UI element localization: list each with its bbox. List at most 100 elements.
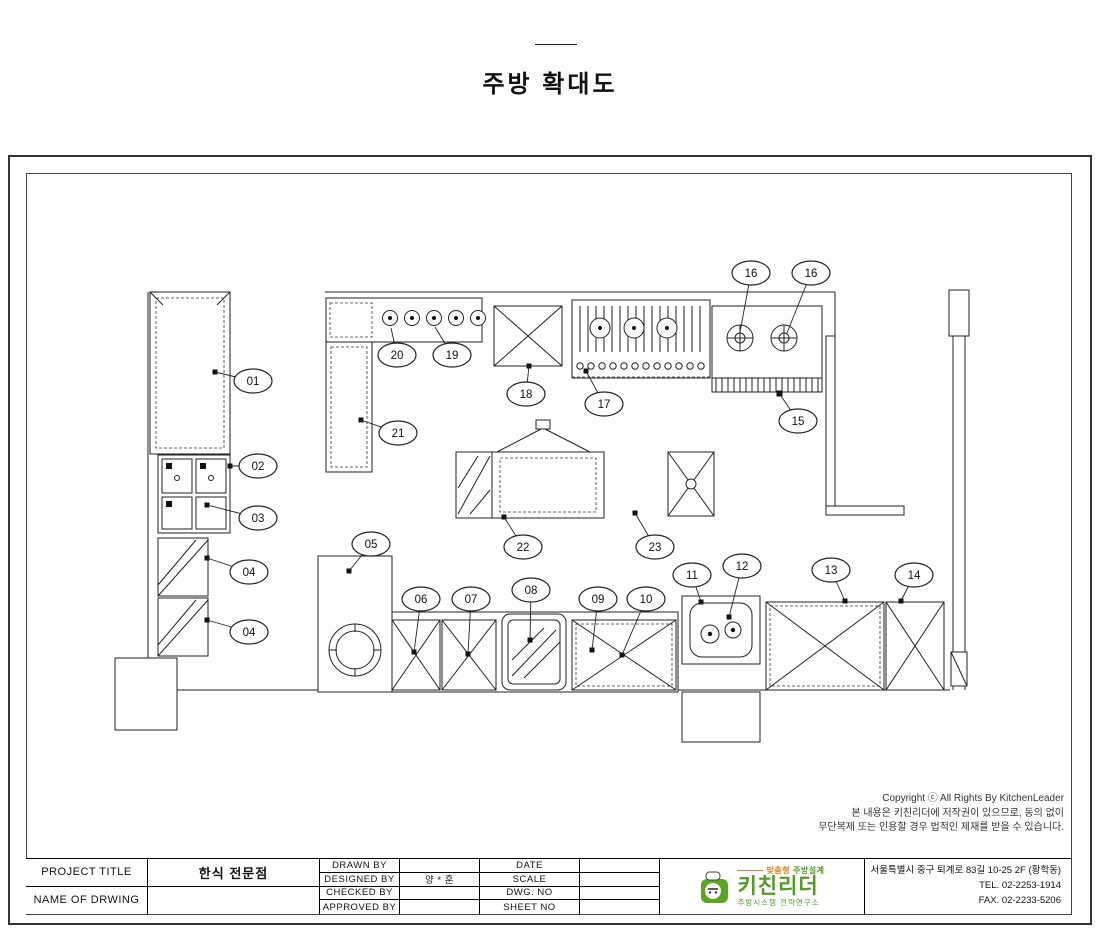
callout-08: 08 [511,577,551,641]
callout-11: 11 [672,562,712,603]
logo-tagline-1: 맞춤형 [766,865,791,875]
tagline-rule [737,870,764,872]
gas-range-17 [571,299,711,379]
callout-05: 05 [348,531,391,572]
company-address-block: 서울특별시 중구 퇴계로 83길 10-25 2F (황학동) TEL. 02-… [865,859,1071,914]
title-block: PROJECT TITLE NAME OF DRWING 한식 전문점 DRAW… [26,858,1071,914]
stock-range-16 [711,305,823,393]
project-title-value: 한식 전문점 [148,859,320,887]
svg-text:03: 03 [252,513,265,525]
svg-text:07: 07 [465,594,478,606]
callout-09: 09 [578,586,618,651]
callout-03: 03 [206,504,278,531]
svg-text:10: 10 [640,594,653,606]
approved-by-label: APPROVED BY [320,900,400,914]
date-value [580,859,660,873]
dwg-no-label: DWG. NO [480,886,580,901]
svg-text:04: 04 [243,627,256,639]
scale-value [580,872,660,887]
kitchenleader-logo: 맞춤형 주방설계 키친리더 주방시스템 전략연구소 [660,859,865,914]
sink-units-02-03 [157,454,231,534]
drawn-by-value [400,859,480,873]
callout-23: 23 [634,512,675,560]
callout-20: 20 [377,327,417,368]
left-counter-21 [325,341,373,473]
svg-text:05: 05 [365,539,378,551]
callout-17: 17 [584,370,624,417]
project-title-label: PROJECT TITLE [26,859,148,887]
prep-sink-23 [667,451,715,517]
callout-13: 13 [811,557,851,602]
callout-10: 10 [621,586,666,656]
callout-19: 19 [432,326,472,368]
callout-04a: 04 [206,557,269,585]
door-units-04 [157,537,209,657]
refrigerators-13-14 [765,601,945,691]
dwg-no-value [580,886,660,901]
page-title: 주방 확대도 [482,71,618,98]
callout-12: 12 [722,553,762,618]
sheet-no-value [580,900,660,914]
drawing-frame-outer [8,155,1092,925]
svg-text:04: 04 [243,567,256,579]
floorplan-svg: 01 02 03 04 04 05 06 07 08 09 10 11 12 1… [114,260,970,743]
svg-text:11: 11 [686,570,698,582]
callout-22: 22 [503,516,543,560]
name-of-drawing-label: NAME OF DRWING [26,886,148,914]
svg-text:22: 22 [517,542,530,554]
work-table-18 [493,305,563,367]
svg-text:21: 21 [392,428,405,440]
svg-text:18: 18 [520,389,533,401]
logo-tagline-2: 주방설계 [793,865,825,875]
svg-text:14: 14 [908,570,921,582]
copyright-line2: 본 내용은 키친리더에 저작권이 있으므로, 동의 없이 [851,808,1064,819]
callout-21: 21 [360,419,418,446]
callout-04b: 04 [206,619,269,645]
logo-brand: 키친리더 [737,874,819,898]
title-overline [535,44,577,45]
svg-text:01: 01 [247,376,260,388]
callout-16a: 16 [731,260,771,333]
callout-16b: 16 [786,260,831,334]
callout-07: 07 [451,586,491,655]
company-fax: FAX. 02-2233-5206 [978,894,1061,906]
designed-by-value: 양 * 훈 [400,872,480,887]
callout-02: 02 [230,453,278,479]
copyright-line3: 무단복제 또는 인용할 경우 법적인 제재를 받을 수 있습니다. [818,822,1064,833]
name-of-drawing-value [148,886,320,914]
drawn-by-label: DRAWN BY [320,859,400,873]
svg-text:23: 23 [649,542,662,554]
callout-01: 01 [214,368,273,394]
svg-text:17: 17 [598,399,611,411]
svg-text:02: 02 [252,461,265,473]
drawing-frame-inner [26,173,1072,915]
callout-06: 06 [401,586,441,653]
sheet-no-label: SHEET NO [480,900,580,914]
svg-text:09: 09 [592,594,605,606]
svg-text:08: 08 [525,585,538,597]
date-label: DATE [480,859,580,873]
svg-text:16: 16 [745,268,758,280]
kitchenleader-logo-icon [701,871,729,903]
svg-text:12: 12 [736,561,749,573]
kettle-unit-11-12 [681,595,761,665]
walls [114,289,970,743]
company-address: 서울특별시 중구 퇴계로 83길 10-25 2F (황학동) [870,865,1061,877]
island-22 [455,419,605,519]
bottom-counter [317,555,679,693]
svg-text:06: 06 [415,594,428,606]
callout-14: 14 [894,562,934,602]
checked-by-label: CHECKED BY [320,886,400,901]
svg-text:19: 19 [446,350,459,362]
designed-by-label: DESIGNED BY [320,872,400,887]
svg-text:20: 20 [391,350,404,362]
copyright-block: Copyright ⓒ All Rights By KitchenLeader … [818,792,1064,835]
logo-subtitle: 주방시스템 전략연구소 [737,897,820,907]
burner-counter-19-20 [325,297,486,343]
scale-label: SCALE [480,872,580,887]
logo-text: 맞춤형 주방설계 키친리더 주방시스템 전략연구소 [737,865,825,907]
callout-15: 15 [778,392,818,434]
svg-text:16: 16 [805,268,818,280]
logo-tagline: 맞춤형 주방설계 [737,865,825,875]
approved-by-value [400,900,480,914]
